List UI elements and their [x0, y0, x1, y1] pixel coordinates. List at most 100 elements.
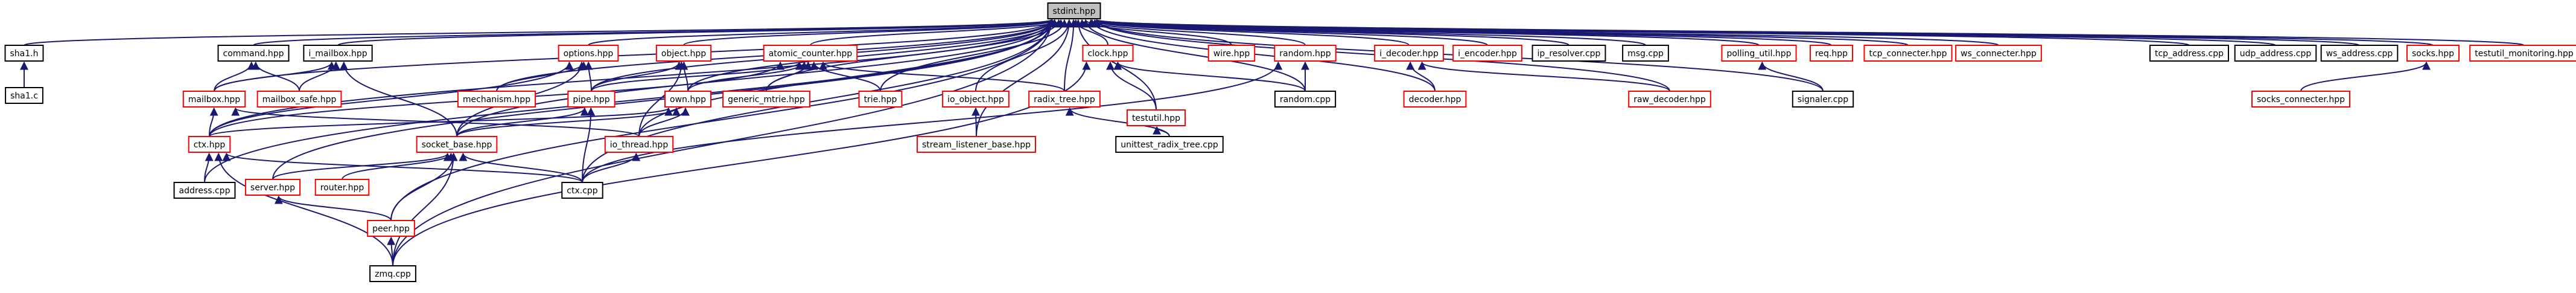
- node-rawdecoder[interactable]: raw_decoder.hpp: [1628, 91, 1711, 108]
- node-box: [1452, 45, 1522, 62]
- node-box: [303, 45, 373, 62]
- node-label: clock.hpp: [1087, 49, 1128, 59]
- edge-peer-to-socketbase: [390, 152, 458, 221]
- node-polling[interactable]: polling_util.hpp: [1721, 45, 1797, 62]
- node-box: [1274, 91, 1337, 108]
- node-box: [256, 91, 342, 108]
- edge-ctxcpp-to-iothread: [582, 152, 641, 183]
- node-idecoder[interactable]: i_decoder.hpp: [1374, 45, 1444, 62]
- node-genmtrie[interactable]: generic_mtrie.hpp: [722, 91, 810, 108]
- node-box: [1207, 45, 1256, 62]
- edge-zmq-to-peer: [387, 236, 396, 266]
- node-iothread[interactable]: io_thread.hpp: [604, 136, 674, 153]
- node-mailbox[interactable]: mailbox.hpp: [182, 91, 246, 108]
- node-ioobject[interactable]: io_object.hpp: [942, 91, 1010, 108]
- node-label: stream_listener_base.hpp: [922, 140, 1031, 150]
- node-label: wire.hpp: [1213, 49, 1250, 59]
- node-wsconn[interactable]: ws_connecter.hpp: [1955, 45, 2042, 62]
- node-wire[interactable]: wire.hpp: [1207, 45, 1256, 62]
- node-box: [188, 136, 231, 153]
- node-object[interactable]: object.hpp: [655, 45, 712, 62]
- node-pipe[interactable]: pipe.hpp: [567, 91, 615, 108]
- node-router[interactable]: router.hpp: [314, 179, 370, 196]
- node-box: [567, 91, 615, 108]
- node-box: [2251, 91, 2350, 108]
- node-box: [416, 136, 498, 153]
- edge-streamlistener-to-root: [976, 19, 1073, 137]
- node-label: i_encoder.hpp: [1458, 49, 1517, 59]
- node-radix[interactable]: radix_tree.hpp: [1028, 91, 1101, 108]
- node-atomic[interactable]: atomic_counter.hpp: [763, 45, 858, 62]
- edge-testutil-to-clock: [1106, 61, 1157, 111]
- node-command: command.hpp: [217, 45, 290, 62]
- node-mailboxsafe[interactable]: mailbox_safe.hpp: [256, 91, 342, 108]
- node-own[interactable]: own.hpp: [664, 91, 711, 108]
- node-box: [5, 87, 43, 104]
- node-label: socks.hpp: [2412, 49, 2454, 59]
- node-clock[interactable]: clock.hpp: [1082, 45, 1134, 62]
- node-label: polling_util.hpp: [1726, 49, 1791, 59]
- node-box: [942, 91, 1010, 108]
- node-box: [1403, 91, 1467, 108]
- edge-iencoder-to-root: [1090, 19, 1488, 46]
- node-label: io_object.hpp: [947, 95, 1004, 105]
- edge-iothread-to-own: [638, 107, 690, 137]
- node-peer[interactable]: peer.hpp: [367, 220, 415, 237]
- node-socketbase[interactable]: socket_base.hpp: [416, 136, 498, 153]
- node-testutil[interactable]: testutil.hpp: [1126, 109, 1186, 126]
- node-ctxhpp[interactable]: ctx.hpp: [188, 136, 231, 153]
- node-label: router.hpp: [320, 183, 364, 193]
- node-tcpaddr: tcp_address.cpp: [2149, 45, 2229, 62]
- node-box: [1628, 91, 1711, 108]
- edge-ctxhpp-to-own: [209, 107, 673, 137]
- node-box: [369, 265, 416, 282]
- node-box: [2406, 45, 2460, 62]
- node-label: socks_connecter.hpp: [2257, 95, 2345, 105]
- edge-randomcpp-to-clock: [1113, 61, 1306, 92]
- node-trie[interactable]: trie.hpp: [858, 91, 903, 108]
- edge-ctxhpp-to-root: [209, 19, 1056, 137]
- node-socks[interactable]: socks.hpp: [2406, 45, 2460, 62]
- node-options[interactable]: options.hpp: [558, 45, 619, 62]
- edge-decoder-to-root: [1088, 19, 1436, 92]
- node-label: generic_mtrie.hpp: [728, 95, 805, 105]
- edge-pipe-to-atomic: [591, 61, 804, 92]
- node-box: [1531, 45, 1606, 62]
- edge-trie-to-root: [880, 19, 1069, 92]
- node-box: [314, 179, 370, 196]
- edge-options-to-root: [588, 19, 1055, 46]
- edge-imailbox-to-root: [337, 19, 1055, 46]
- node-box: [182, 91, 246, 108]
- node-label: socket_base.hpp: [422, 140, 492, 150]
- node-label: i_decoder.hpp: [1379, 49, 1439, 59]
- node-box: [1622, 45, 1669, 62]
- node-random[interactable]: random.hpp: [1274, 45, 1337, 62]
- edge-mailbox-to-command: [214, 61, 256, 92]
- node-mechanism[interactable]: mechanism.hpp: [457, 91, 536, 108]
- node-decoder[interactable]: decoder.hpp: [1403, 91, 1467, 108]
- node-label: trie.hpp: [864, 95, 897, 105]
- node-label: tcp_address.cpp: [2155, 49, 2224, 59]
- edge-genmtrie-to-atomic: [766, 61, 813, 92]
- node-box: [561, 182, 603, 199]
- node-testmon[interactable]: testutil_monitoring.hpp: [2469, 45, 2576, 62]
- node-signaler: signaler.cpp: [1792, 91, 1854, 108]
- edge-pipe-to-object: [591, 61, 684, 92]
- node-box: [655, 45, 712, 62]
- node-iencoder[interactable]: i_encoder.hpp: [1452, 45, 1522, 62]
- node-box: [2320, 45, 2399, 62]
- node-streamlistener[interactable]: stream_listener_base.hpp: [917, 136, 1036, 153]
- node-socksconn[interactable]: socks_connecter.hpp: [2251, 91, 2350, 108]
- node-server[interactable]: server.hpp: [244, 179, 301, 196]
- node-msg: msg.cpp: [1622, 45, 1669, 62]
- node-req[interactable]: req.hpp: [1809, 45, 1854, 62]
- edge-peer-to-server: [274, 195, 392, 221]
- node-ctxcpp: ctx.cpp: [561, 182, 603, 199]
- edge-idecoder-to-root: [1087, 19, 1410, 46]
- edge-address-to-ctxhpp: [204, 152, 214, 183]
- node-box: [1809, 45, 1854, 62]
- node-label: address.cpp: [179, 186, 231, 196]
- node-box: [1115, 136, 1224, 153]
- node-tcpconn[interactable]: tcp_connecter.hpp: [1863, 45, 1953, 62]
- node-ipres: ip_resolver.cpp: [1531, 45, 1606, 62]
